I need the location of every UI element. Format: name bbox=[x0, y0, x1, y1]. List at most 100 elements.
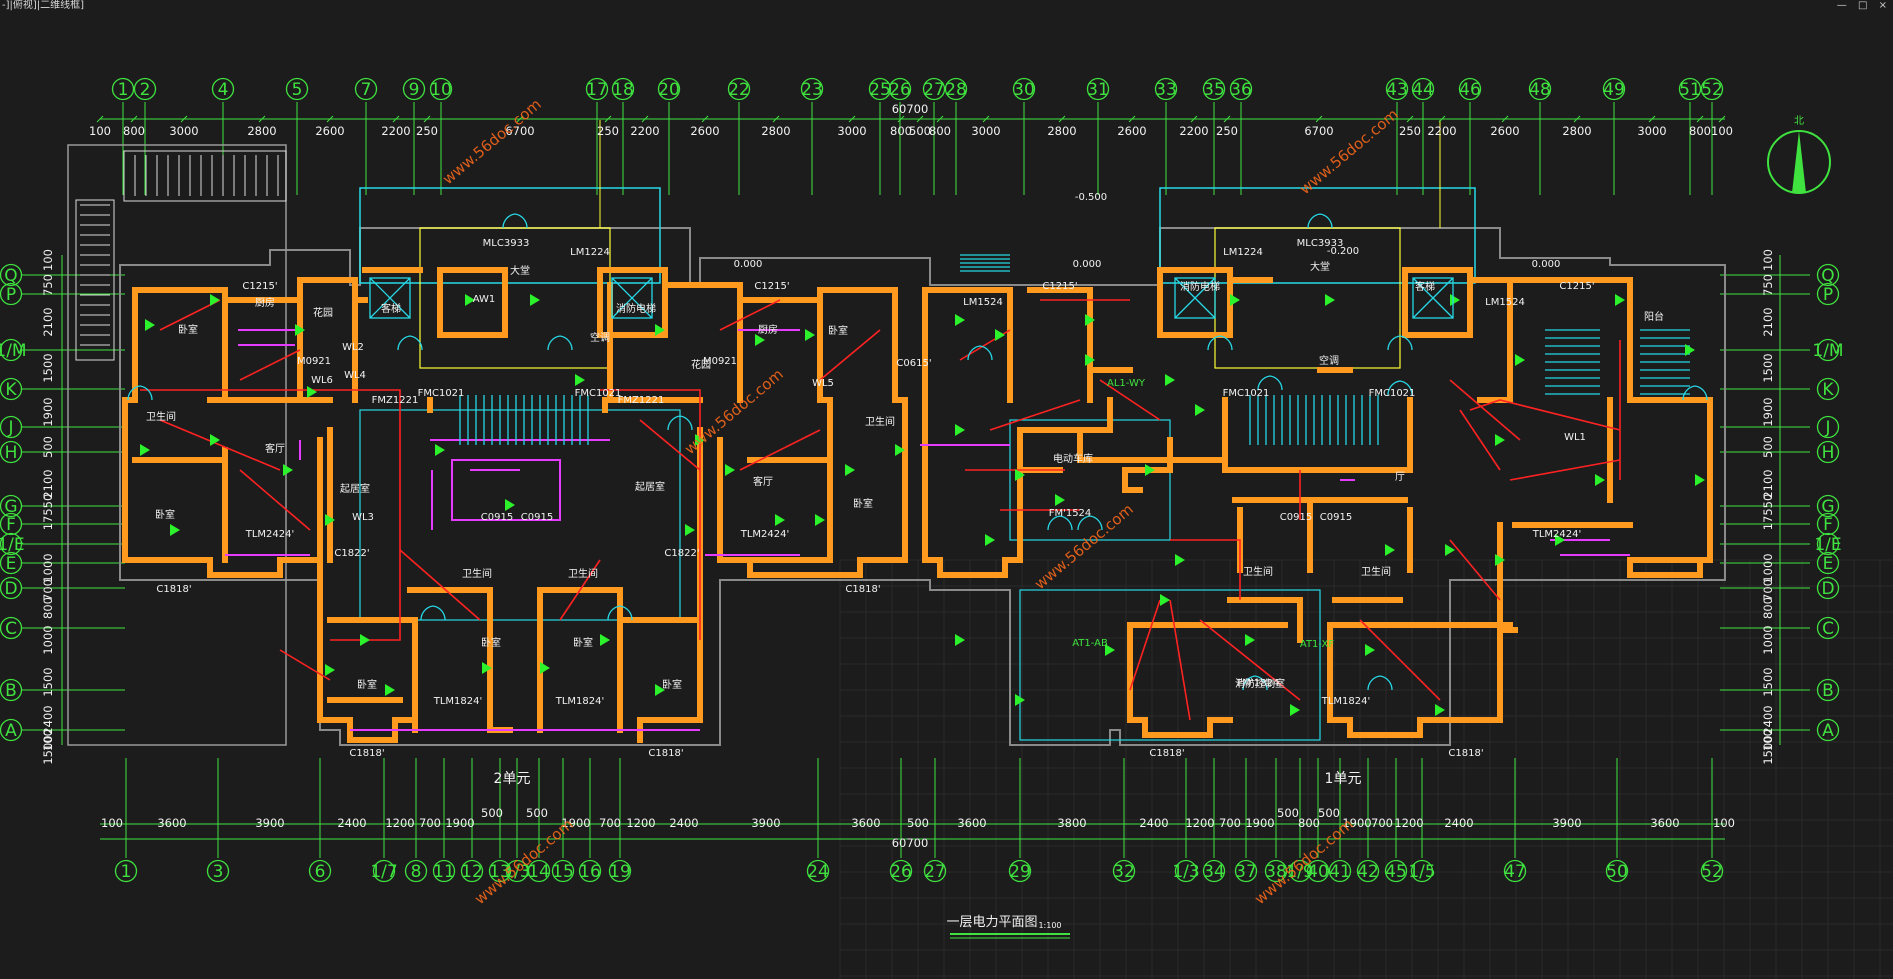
restore-icon[interactable]: □ bbox=[1857, 0, 1868, 11]
axis-label: 46 bbox=[1459, 80, 1481, 100]
room-label-c0615: C0615' bbox=[896, 358, 931, 369]
dim-top: 2600 bbox=[690, 124, 719, 138]
minimize-icon[interactable]: — bbox=[1836, 0, 1847, 11]
dim-left: 1500 bbox=[41, 735, 55, 764]
dim-right: 2400 bbox=[1761, 705, 1775, 734]
axis-left-0: Q bbox=[0, 263, 23, 287]
axis-top-6: 10 bbox=[429, 77, 453, 101]
axis-label: Q bbox=[1821, 266, 1834, 286]
room-label-woshi: 卧室 bbox=[178, 323, 198, 336]
room-label-mlc3933-b: MLC3933 bbox=[1297, 238, 1344, 249]
axis-label: A bbox=[5, 721, 17, 741]
axis-top-14: 27 bbox=[922, 77, 946, 101]
axis-bottom-18: 1/3 bbox=[1172, 859, 1200, 883]
axis-label: 41 bbox=[1329, 862, 1351, 882]
room-label-lm1524-a: LM1524 bbox=[963, 297, 1003, 308]
dim-bottom: 800 bbox=[1298, 816, 1320, 830]
room-label-fm1824: FM'1824 bbox=[1237, 678, 1280, 689]
axis-label: 12 bbox=[461, 862, 483, 882]
dim-right: 1500 bbox=[1761, 735, 1775, 764]
dim-bottom: 3600 bbox=[851, 816, 880, 830]
drawing-scale: 1:100 bbox=[1038, 921, 1061, 930]
dim-bottom: 1900 bbox=[1245, 816, 1274, 830]
dim-bottom: 2400 bbox=[1139, 816, 1168, 830]
axis-bottom-0: 1 bbox=[114, 859, 138, 883]
drawing-title: 一层电力平面图 bbox=[946, 915, 1037, 930]
axis-top-25: 49 bbox=[1602, 77, 1626, 101]
dim-top: 2600 bbox=[1490, 124, 1519, 138]
room-label-woshi: 卧室 bbox=[155, 508, 175, 521]
background-grid bbox=[839, 559, 1893, 979]
room-label-elev-minus500: -0.500 bbox=[1075, 192, 1107, 203]
axis-top-21: 43 bbox=[1385, 77, 1409, 101]
dimension-lines bbox=[61, 118, 1781, 840]
viewport-tab[interactable]: -]|俯视]|二维线框] bbox=[0, 0, 84, 12]
axis-bottom-22: 1/9 bbox=[1286, 859, 1314, 883]
axis-label: 26 bbox=[889, 80, 911, 100]
axis-bottom-12: 19 bbox=[608, 859, 632, 883]
close-icon[interactable]: × bbox=[1878, 0, 1887, 11]
room-label-kongtiao: 空调 bbox=[590, 331, 610, 344]
axis-label: E bbox=[1823, 554, 1834, 574]
axis-left-5: H bbox=[0, 440, 23, 464]
axis-label: K bbox=[1822, 380, 1834, 400]
axis-top-24: 48 bbox=[1528, 77, 1552, 101]
axis-top-3: 5 bbox=[285, 77, 309, 101]
room-label-tlm2424-a: TLM2424' bbox=[245, 529, 295, 540]
room-label-fmc1021-b: FMC1021 bbox=[575, 388, 622, 399]
dim-bottom: 3800 bbox=[1057, 816, 1086, 830]
axis-label: 2 bbox=[140, 80, 151, 100]
room-label-c1215-d: C1215' bbox=[1559, 281, 1594, 292]
room-label-c1215-b: C1215' bbox=[754, 281, 789, 292]
axis-label: 44 bbox=[1412, 80, 1434, 100]
dim-top: 6700 bbox=[505, 124, 534, 138]
dim-left: 1000 bbox=[41, 553, 55, 582]
axis-bottom-7: 13 bbox=[488, 859, 512, 883]
dim-left: 1500 bbox=[41, 667, 55, 696]
dim-bottom: 500 bbox=[481, 806, 503, 820]
dim-bottom: 700 bbox=[1371, 816, 1393, 830]
dim-right: 17550 bbox=[1761, 494, 1775, 531]
axis-label: 14 bbox=[528, 862, 550, 882]
dim-top: 2800 bbox=[1047, 124, 1076, 138]
axis-left-6: G bbox=[0, 494, 23, 518]
axis-bottom-20: 37 bbox=[1234, 859, 1258, 883]
axis-label: 52 bbox=[1701, 862, 1723, 882]
axis-label: 1/5 bbox=[1408, 862, 1435, 882]
axis-label: 31 bbox=[1087, 80, 1109, 100]
axis-label: 15 bbox=[552, 862, 574, 882]
room-label-c1818-c: C1818' bbox=[648, 748, 683, 759]
axis-label: H bbox=[1822, 443, 1835, 463]
axis-top-16: 30 bbox=[1012, 77, 1036, 101]
viewport-tab-label: -]|俯视]|二维线框] bbox=[2, 0, 85, 11]
axis-top-22: 44 bbox=[1411, 77, 1435, 101]
axis-top-9: 20 bbox=[657, 77, 681, 101]
axis-left-2: 1/M bbox=[0, 338, 27, 362]
room-label-dating-b: 大堂 bbox=[1310, 260, 1330, 273]
room-label-qijushi: 起居室 bbox=[635, 480, 665, 493]
dim-bottom: 700 bbox=[1219, 816, 1241, 830]
axis-label: E bbox=[6, 554, 17, 574]
axis-left-9: E bbox=[0, 551, 23, 575]
room-label-wl3: WL3 bbox=[352, 512, 374, 523]
axis-bottom-30: 52 bbox=[1700, 859, 1724, 883]
dim-right: 1900 bbox=[1761, 397, 1775, 426]
room-label-fmc1021-a: FMC1021 bbox=[418, 388, 465, 399]
room-label-woshi: 卧室 bbox=[853, 497, 873, 510]
axis-label: 38 bbox=[1265, 862, 1287, 882]
axis-top-0: 1 bbox=[111, 77, 135, 101]
axis-left-4: J bbox=[0, 415, 23, 439]
dim-bottom: 3600 bbox=[157, 816, 186, 830]
unit-label-1: 1单元 bbox=[1325, 771, 1362, 787]
axis-label: B bbox=[5, 681, 17, 701]
dim-top: 2200 bbox=[381, 124, 410, 138]
room-label-c1818-b: C1818' bbox=[349, 748, 384, 759]
dim-bottom: 500 bbox=[526, 806, 548, 820]
room-label-kedian: 客梯 bbox=[1415, 280, 1435, 293]
dim-top: 2600 bbox=[1117, 124, 1146, 138]
room-label-at1xf: AT1-XF bbox=[1300, 639, 1334, 650]
axis-left-12: B bbox=[0, 678, 23, 702]
room-label-ting: 厅 bbox=[1395, 472, 1405, 483]
room-label-wl1: WL1 bbox=[1564, 432, 1586, 443]
